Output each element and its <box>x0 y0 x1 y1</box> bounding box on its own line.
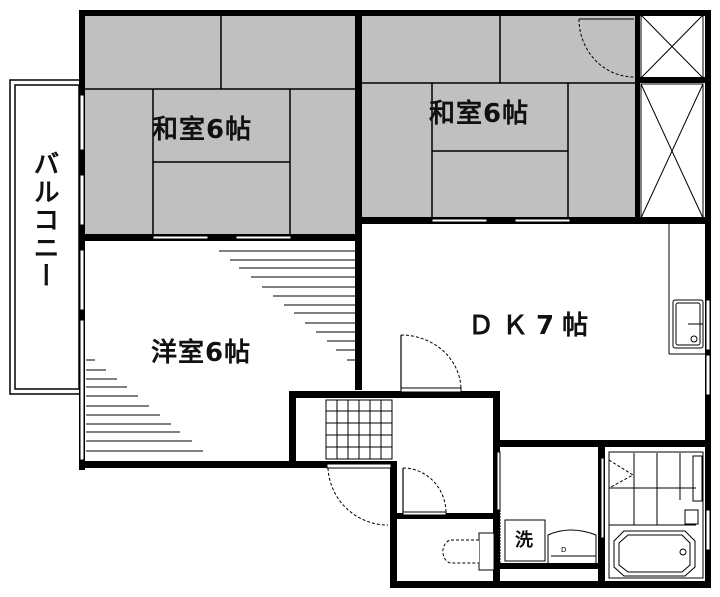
bathroom <box>608 451 704 579</box>
tatami-room-left <box>84 15 356 235</box>
washer-space <box>504 519 546 562</box>
washer-label: 洗 <box>515 530 533 551</box>
balcony <box>9 79 83 395</box>
balcony-label: バルコニー <box>29 150 59 290</box>
closet <box>640 14 704 219</box>
room-label-japanese-right: 和室6帖 <box>429 99 530 129</box>
kitchen-counter <box>668 224 705 355</box>
svg-text:D: D <box>561 546 566 554</box>
genkan-tile <box>325 399 393 460</box>
tatami-room-right <box>362 15 635 218</box>
windows <box>79 94 711 551</box>
dk-door <box>400 334 462 393</box>
room-label-dk: ＤＫ7帖 <box>468 311 597 341</box>
wash-basin: D <box>547 529 597 563</box>
wash-sliding-door <box>496 451 605 563</box>
western-room-hatching <box>86 250 355 452</box>
room-label-japanese-left: 和室6帖 <box>152 115 253 145</box>
toilet <box>442 532 495 571</box>
toilet-door <box>402 467 447 516</box>
room-label-western: 洋室6帖 <box>151 338 252 368</box>
entrance-door <box>326 463 392 526</box>
